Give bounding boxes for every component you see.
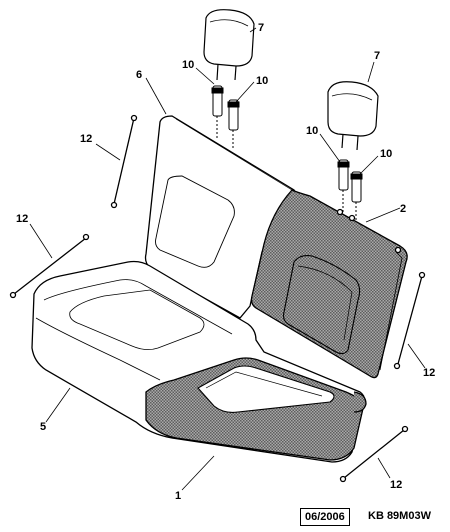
callout-12-d: 12: [390, 479, 402, 491]
callout-7-right: 7: [374, 50, 380, 62]
callout-10-d: 10: [380, 148, 392, 160]
callout-labels: 7 7 10 10 10 10 6 12 12 2 12 5 1 12: [16, 22, 435, 502]
callout-1: 1: [175, 490, 181, 502]
callout-12-a: 12: [80, 133, 92, 145]
callout-12-c: 12: [423, 367, 435, 379]
reference-code: KB 89M03W: [368, 510, 431, 522]
headrest-guides: [211, 85, 363, 222]
callout-10-b: 10: [256, 75, 268, 87]
leader-lines: [29, 27, 426, 491]
seat-wires: [9, 114, 426, 483]
headrest-left: [203, 9, 255, 81]
callout-5: 5: [40, 421, 46, 433]
date-stamp: 06/2006: [300, 508, 350, 526]
backrest-frame: [144, 115, 299, 319]
callout-12-b: 12: [16, 213, 28, 225]
callout-6: 6: [136, 69, 142, 81]
callout-7-left: 7: [258, 22, 264, 34]
callout-10-c: 10: [306, 125, 318, 137]
backrest-cover: [250, 189, 408, 379]
callout-2: 2: [400, 203, 406, 215]
cushion-cover: [145, 357, 367, 461]
headrest-right: [327, 81, 379, 151]
callout-10-a: 10: [182, 59, 194, 71]
